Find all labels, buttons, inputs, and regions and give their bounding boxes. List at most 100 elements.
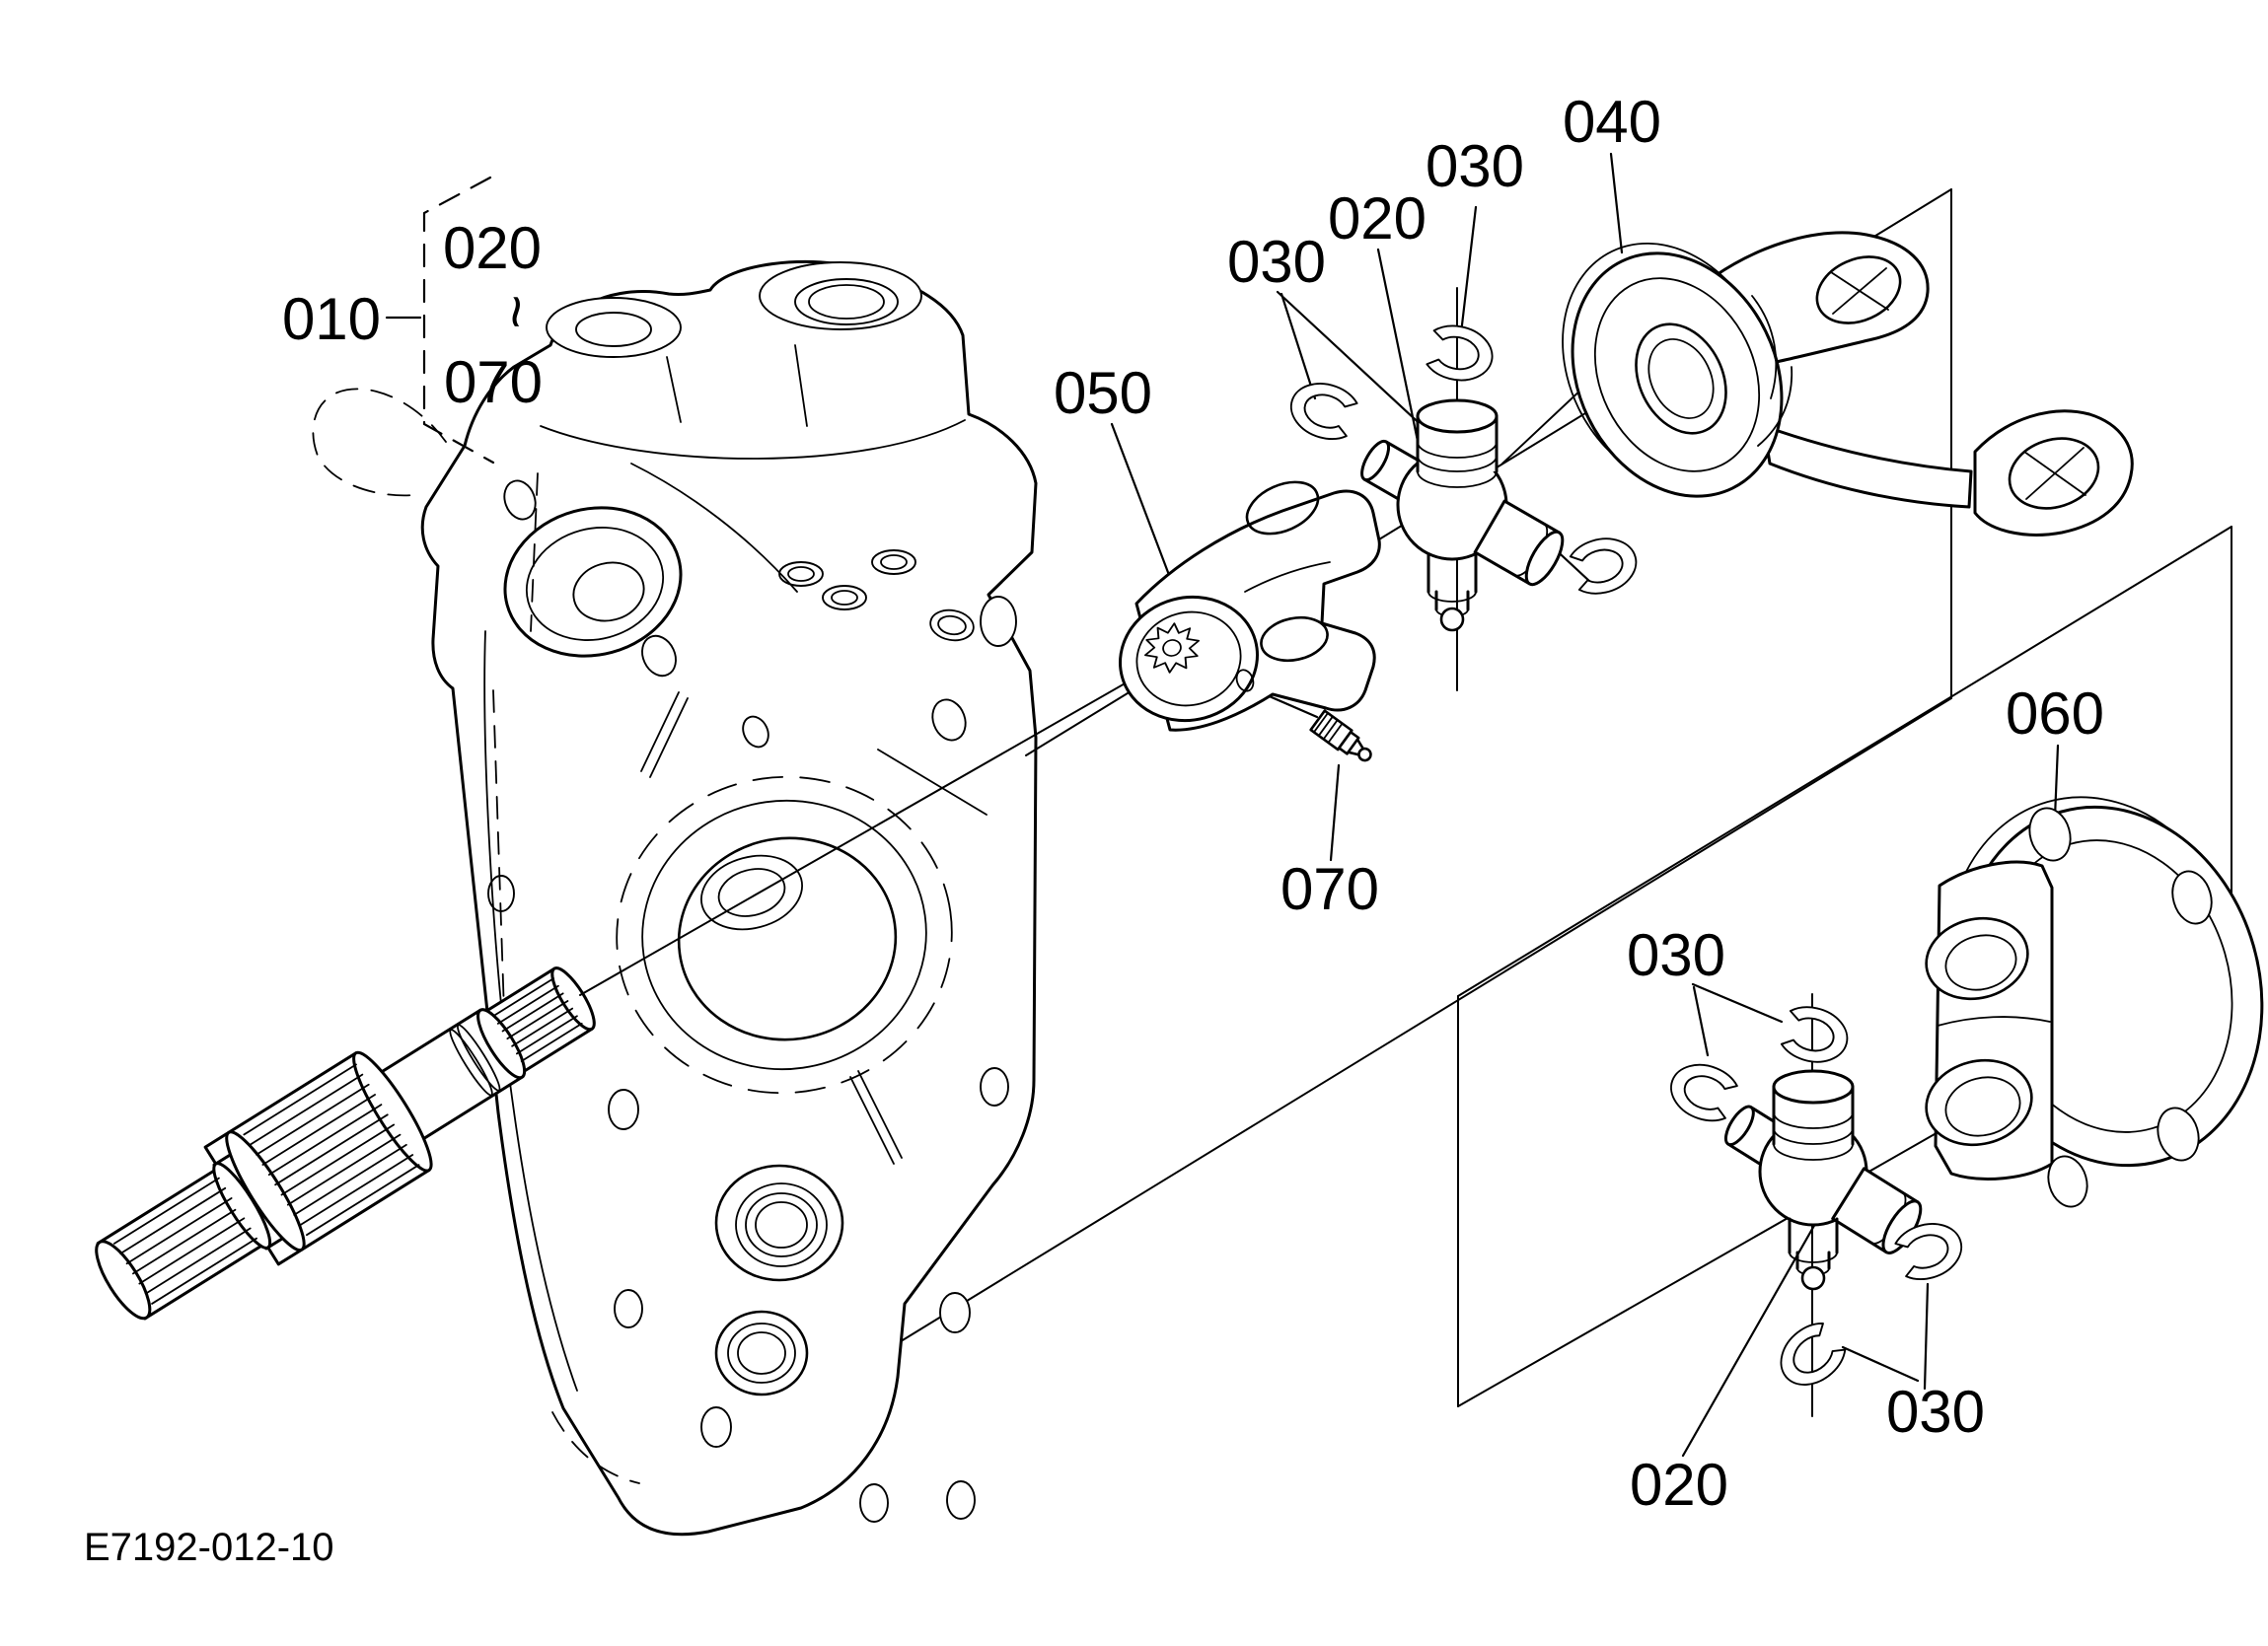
deck-threaded-holes <box>778 549 916 610</box>
bore-ring <box>641 799 927 1071</box>
rib-line-2 <box>649 697 689 778</box>
callout-labels: 010 020 ~ 070 050 030 020 030 040 060 07… <box>282 89 2104 1518</box>
mid-bore-thread-3 <box>755 1201 808 1249</box>
callout-030-bottomright: 030 <box>1886 1379 1985 1445</box>
flange060-bolt-holes <box>2028 807 2213 1208</box>
tip-spline-lines <box>112 1177 257 1305</box>
bearing-seat-inner <box>717 868 786 917</box>
yoke040-flange-inner <box>1593 277 1761 472</box>
bolt-hole <box>946 1480 976 1520</box>
hidden-edge-3 <box>551 1411 640 1484</box>
pto-shaft <box>95 966 596 1321</box>
flange060-bore-lower-inner <box>1944 1076 2021 1137</box>
flange-coupling-060 <box>1925 796 2264 1208</box>
deck-rib-1 <box>666 356 682 423</box>
yoke050-face-inner <box>1135 610 1242 707</box>
hidden-edge-1 <box>492 689 506 1042</box>
section-plane2-top-edge <box>1457 526 2232 997</box>
flange-yoke-040 <box>1562 231 2134 537</box>
section-plane1-bottom-edge <box>826 697 1952 1388</box>
gasket-circle <box>616 775 953 1095</box>
yoke050-face <box>1119 595 1259 723</box>
yoke040-throat-1 <box>1751 295 1778 399</box>
bolt-hole <box>2028 807 2072 862</box>
threaded-hole <box>778 561 824 587</box>
top-cup-ring-2 <box>1773 1127 1854 1145</box>
sliding-yoke-050 <box>1119 480 1381 732</box>
leader-040 <box>1609 152 1624 254</box>
threaded-hole-inner <box>880 554 908 570</box>
yoke050-ear-hole-upper <box>1245 480 1320 536</box>
bearing-cup-face <box>1524 530 1565 587</box>
deck-underside <box>540 419 966 460</box>
case-chamfer-line <box>877 749 988 816</box>
bolt-hole <box>641 634 677 678</box>
yoke040-lower-ear-spokes <box>2023 447 2086 500</box>
left-trunnion-face <box>1723 1105 1755 1147</box>
yoke050-ear-hole-lower <box>1260 615 1329 663</box>
top-cup-ring-1 <box>1417 441 1498 459</box>
leader-030-bottomright-a <box>1923 1282 1930 1391</box>
spider-bottom-right-cup <box>1831 1167 1923 1254</box>
rib-line-4 <box>857 1070 903 1159</box>
rib-line-1 <box>640 691 680 772</box>
callout-020-bracket: 020 <box>443 215 542 281</box>
side-threaded-bore <box>929 608 975 642</box>
center-opening <box>677 836 898 1041</box>
bottom-trunnion-sides <box>1427 552 1478 594</box>
callout-070: 070 <box>1280 856 1379 922</box>
gasket-inner-line-2 <box>630 463 798 593</box>
fitting-thread-lines <box>1313 712 1344 744</box>
leader-030-topmid <box>1459 205 1478 335</box>
snap-rings-bottom <box>1670 1006 1963 1386</box>
callout-070-bracket: 070 <box>444 349 543 415</box>
snap-ring-bottom-above <box>1780 1006 1849 1063</box>
bolt-hole <box>2047 1155 2088 1208</box>
boss-top-right-thread <box>808 284 885 320</box>
callout-050: 050 <box>1054 360 1152 426</box>
spider-top-right-cup <box>1473 499 1565 587</box>
flange060-block-waist <box>1937 1016 2051 1027</box>
bottom-trunnion-sides <box>1788 1217 1839 1254</box>
snap-ring-bottom-left <box>1670 1063 1738 1122</box>
bottom-bore-thread-2 <box>737 1331 786 1375</box>
bearing-seat <box>700 854 803 931</box>
bolt-hole <box>700 1406 732 1448</box>
right-lug-hole <box>980 596 1017 647</box>
mid-bore-thread-2 <box>745 1192 818 1257</box>
yoke040-throat-2 <box>1757 366 1793 447</box>
callout-030-topmid: 030 <box>1426 133 1524 199</box>
bracket-010 <box>422 176 495 465</box>
callout-060: 060 <box>2006 680 2104 747</box>
universal-joint-spider-bottom <box>1723 1069 1923 1291</box>
mid-bore-thread-1 <box>735 1182 828 1267</box>
bolt-hole <box>939 1292 971 1333</box>
spline-teeth <box>1144 622 1200 674</box>
bottom-trunnion-step <box>1434 590 1470 611</box>
callout-030-bottomleft: 030 <box>1627 922 1725 988</box>
top-cup-ring-3 <box>1773 1143 1854 1161</box>
callout-010: 010 <box>282 286 381 352</box>
shaft-axis-line <box>579 650 1183 996</box>
yoke040-upper-ear-hole <box>1815 255 1902 324</box>
shaft-step-460 <box>476 1008 527 1080</box>
snap-rings-top <box>1289 324 1638 595</box>
yoke040-lower-ear-hole <box>2008 437 2100 510</box>
upper-opening-bore <box>572 561 645 622</box>
callout-040: 040 <box>1563 89 1661 155</box>
top-cup-ring-3 <box>1417 470 1498 488</box>
callout-030-topleft: 030 <box>1227 229 1326 295</box>
snap-ring-bottom-below <box>1780 1322 1847 1386</box>
bolt-hole <box>859 1483 889 1523</box>
leader-030-topleft-a <box>1280 292 1317 400</box>
threaded-hole <box>822 585 867 610</box>
bolt-hole <box>742 715 769 749</box>
flange060-bore-upper-inner <box>1944 934 2017 991</box>
fitting-ball <box>1357 747 1372 762</box>
upper-opening-rim <box>525 527 665 641</box>
leader-030-bottomleft-a <box>1691 982 1784 1024</box>
snap-groove-2 <box>457 1024 501 1092</box>
leader-020-top <box>1376 248 1421 448</box>
snap-groove-1 <box>449 1029 493 1097</box>
